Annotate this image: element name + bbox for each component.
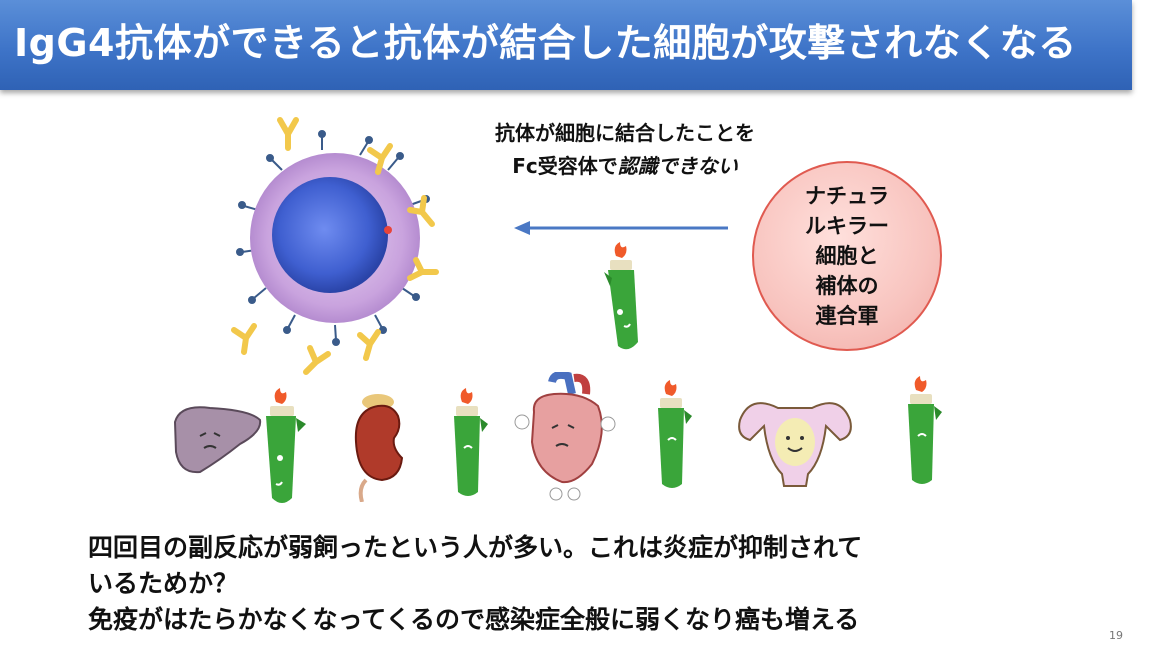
nk-line-2: ルキラー [805, 214, 889, 238]
soldier-icon [908, 376, 942, 484]
title-bar: IgG4抗体ができると抗体が結合した細胞が攻撃されなくなる [0, 0, 1132, 90]
soldier-icon [454, 388, 488, 496]
slide-title: IgG4抗体ができると抗体が結合した細胞が攻撃されなくなる [14, 21, 1077, 65]
body-line-1: 四回目の副反応が弱飼ったという人が多い。これは炎症が抑制されて [88, 533, 863, 562]
caption-line-2: Fc受容体で認識できない [455, 150, 795, 183]
body-line-3: 免疫がはたらかなくなってくるので感染症全般に弱くなり癌も増える [88, 605, 860, 634]
nk-complement-circle: ナチュラ ルキラー 細胞と 補体の 連合軍 [752, 161, 942, 351]
caption-block: 抗体が細胞に結合したことを Fc受容体で認識できない [455, 117, 795, 183]
caption-emphasis: 認識できない [617, 154, 738, 178]
soldier-icon [266, 388, 306, 503]
nk-line-1: ナチュラ [805, 184, 889, 208]
liver-icon [173, 406, 262, 474]
nk-line-4: 補体の [815, 274, 879, 298]
target-cell-illustration [231, 117, 439, 375]
nk-line-5: 連合軍 [815, 304, 879, 328]
uterus-icon [738, 402, 852, 487]
heart-icon [514, 372, 616, 501]
soldier-icon [604, 242, 638, 350]
nk-line-3: 細胞と [815, 244, 879, 268]
body-text: 四回目の副反応が弱飼ったという人が多い。これは炎症が抑制されて いるためか？ 免… [88, 530, 862, 638]
soldier-icon [658, 380, 692, 488]
body-line-2: いるためか？ [88, 569, 239, 598]
caption-line-1: 抗体が細胞に結合したことを [495, 121, 755, 145]
caption-line-2-prefix: Fc受容体で [512, 154, 618, 178]
left-arrow-icon [514, 221, 728, 235]
page-number: 19 [1109, 629, 1123, 642]
kidney-icon [354, 394, 404, 502]
